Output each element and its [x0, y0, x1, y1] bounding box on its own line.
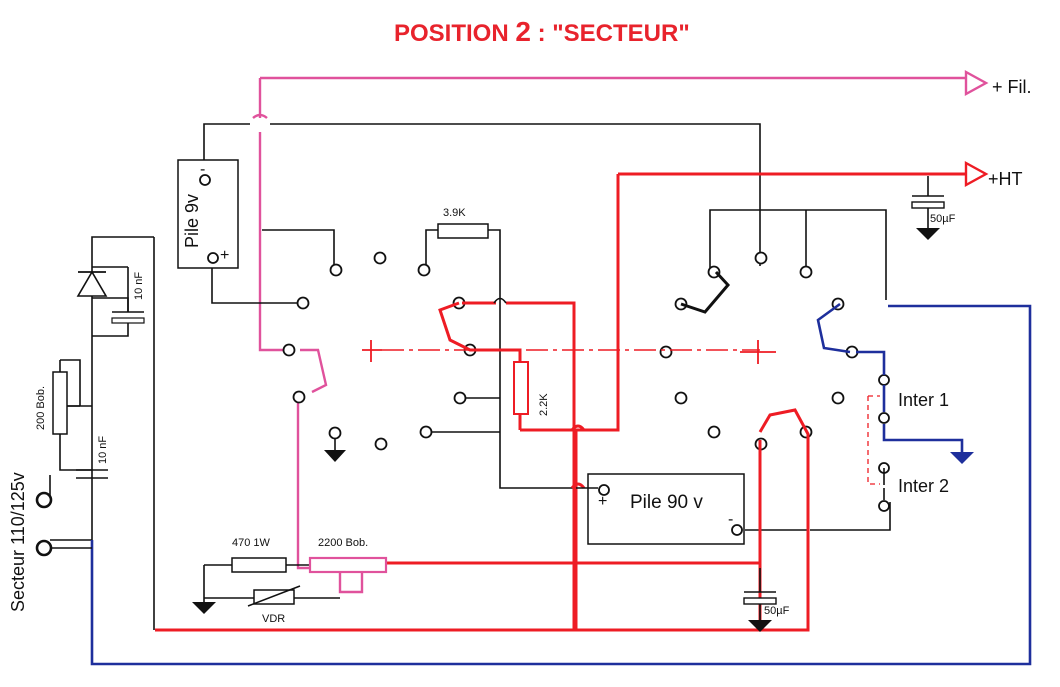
capacitor-50uf-bottom: 50µF [744, 568, 790, 632]
resistor-470: 470 1W [232, 537, 286, 572]
blue-wires [92, 304, 1030, 664]
inter1-label: Inter 1 [898, 390, 949, 410]
coil-2200-label: 2200 Bob. [318, 537, 368, 549]
capacitor-10nf-left-label: 10 nF [97, 436, 109, 464]
coil-200: 200 Bob. [35, 372, 80, 434]
page-title: POSITION 2 : "SECTEUR" [394, 16, 690, 47]
coil-200-label: 200 Bob. [35, 386, 47, 430]
battery-9v-plus: + [220, 247, 229, 264]
switch-link [681, 272, 728, 312]
fil-arrow [966, 72, 986, 94]
battery-9v-label: Pile 9v [182, 194, 202, 248]
ground-left-switch [324, 438, 346, 462]
secteur-label: Secteur 110/125v [8, 472, 28, 612]
inter2-label: Inter 2 [898, 476, 949, 496]
title-suffix: : "SECTEUR" [531, 20, 690, 47]
resistor-3k9: 3.9K [438, 207, 488, 238]
resistor-2k2-label: 2.2K [538, 393, 550, 416]
capacitor-50uf-bottom-label: 50µF [764, 605, 790, 617]
coil-2200: 2200 Bob. [310, 537, 386, 572]
battery-90v-minus: - [728, 511, 733, 528]
ht-label: +HT [988, 169, 1023, 189]
battery-9v: Pile 9v - + [178, 160, 238, 268]
ground-blue [950, 452, 974, 464]
vdr-label: VDR [262, 613, 285, 625]
ht-arrow [966, 163, 986, 185]
vdr: VDR [248, 586, 300, 625]
capacitor-10nf-diode-label: 10 nF [133, 272, 145, 300]
fil-label: + Fil. [992, 77, 1032, 97]
capacitor-50uf-top: 50µF [912, 196, 956, 240]
resistor-2k2: 2.2K [514, 362, 550, 416]
battery-9v-minus: - [200, 161, 205, 178]
battery-90v-label: Pile 90 v [630, 492, 703, 513]
capacitor-10nf-diode: 10 nF [92, 267, 145, 336]
battery-90v-plus: + [598, 493, 607, 510]
capacitor-50uf-top-label: 50µF [930, 213, 956, 225]
title-number: 2 [515, 16, 531, 47]
battery-90v: + - Pile 90 v [588, 474, 744, 544]
switch-contacts [284, 253, 890, 512]
ground-bottom-left [192, 602, 216, 614]
resistor-470-label: 470 1W [232, 537, 271, 549]
diode [78, 272, 106, 296]
resistor-3k9-label: 3.9K [443, 207, 466, 219]
title-main: POSITION [394, 20, 515, 47]
inter-dashed [868, 396, 880, 484]
mains-terminals [37, 493, 51, 555]
